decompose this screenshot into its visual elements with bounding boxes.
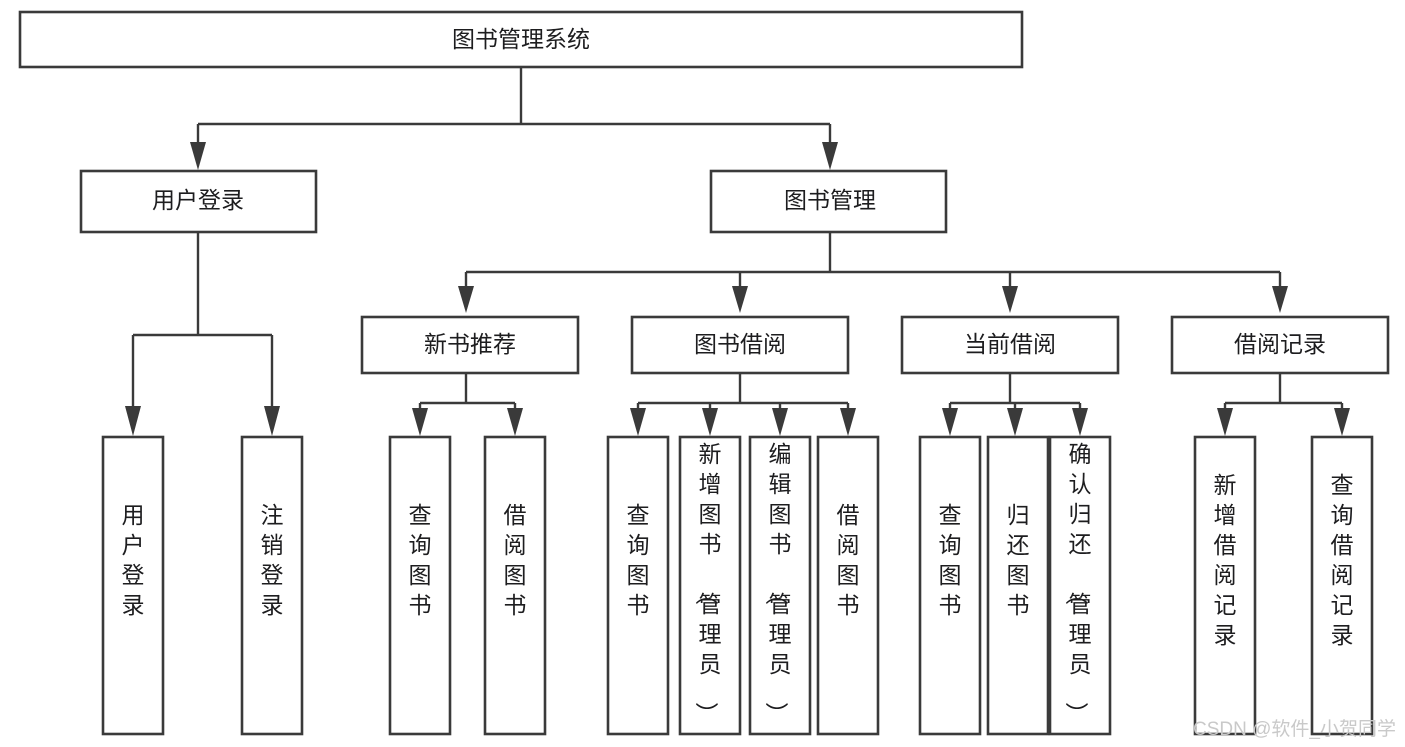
arrow-head-leaf-edit-book (772, 408, 788, 436)
node-leaf-query-book-2-box[interactable] (606, 435, 670, 736)
arrow-head-leaf-query-book-2 (630, 408, 646, 436)
node-leaf-confirm-return-label: 确认归还（管理员） (1064, 441, 1092, 725)
node-leaf-query-record-box[interactable] (1310, 435, 1374, 736)
node-current-borrow-label: 当前借阅 (964, 331, 1056, 357)
node-leaf-query-record[interactable]: 查询借阅记录 (1310, 435, 1374, 736)
node-new-book-recommend-label: 新书推荐 (424, 331, 516, 357)
node-leaf-return-book-label: 归还图书 (1007, 502, 1030, 618)
arrow-head-leaf-return-book (1007, 408, 1023, 436)
arrow-head-user-login (190, 142, 206, 170)
node-leaf-borrow-book-1-box[interactable] (483, 435, 547, 736)
csdn-watermark: CSDN @软件_小贺同学 (1193, 718, 1396, 740)
node-leaf-borrow-book-1-label: 借阅图书 (504, 502, 527, 618)
node-leaf-query-book-1[interactable]: 查询图书 (388, 435, 452, 736)
arrow-head-current-borrow (1002, 286, 1018, 313)
node-book-borrow-label: 图书借阅 (694, 331, 786, 357)
node-leaf-borrow-book-2-label: 借阅图书 (837, 502, 860, 618)
connector-group-borrow-record (1217, 373, 1350, 436)
node-book-borrow[interactable]: 图书借阅 (630, 315, 850, 375)
arrow-head-leaf-confirm-return (1072, 408, 1088, 436)
connector-group-new-book-recommend (412, 373, 523, 436)
node-borrow-record-box[interactable] (1170, 315, 1390, 375)
node-leaf-edit-book-label: 编辑图书（管理员） (764, 441, 792, 725)
node-current-borrow-box[interactable] (900, 315, 1120, 375)
node-leaf-add-record-box[interactable] (1193, 435, 1257, 736)
node-leaf-query-record-label: 查询借阅记录 (1331, 472, 1354, 648)
connector-group-current-borrow (942, 373, 1088, 436)
node-leaf-borrow-book-2-box[interactable] (816, 435, 880, 736)
node-leaf-return-book-box[interactable] (986, 435, 1050, 736)
node-book-borrow-box[interactable] (630, 315, 850, 375)
node-new-book-recommend-box[interactable] (360, 315, 580, 375)
node-leaf-add-record[interactable]: 新增借阅记录 (1193, 435, 1257, 736)
connector-group-root (190, 67, 838, 170)
node-leaf-borrow-book-2[interactable]: 借阅图书 (816, 435, 880, 736)
connector-group-book-manage (458, 232, 1288, 313)
node-leaf-query-book-1-box[interactable] (388, 435, 452, 736)
arrow-head-borrow-record (1272, 286, 1288, 313)
node-leaf-add-book[interactable]: 新增图书（管理员） (678, 435, 742, 736)
node-leaf-add-record-label: 新增借阅记录 (1214, 472, 1237, 648)
node-user-login[interactable]: 用户登录 (79, 169, 318, 234)
node-leaf-add-book-box[interactable] (678, 435, 742, 736)
arrow-head-leaf-logout-login (264, 406, 280, 436)
node-leaf-user-login-box[interactable] (101, 435, 165, 736)
arrow-head-leaf-query-record (1334, 408, 1350, 436)
node-leaf-edit-book[interactable]: 编辑图书（管理员） (748, 435, 812, 736)
node-user-login-label: 用户登录 (152, 187, 244, 213)
connector-group-book-borrow (630, 373, 856, 436)
node-leaf-query-book-3-label: 查询图书 (939, 502, 962, 618)
node-leaf-query-book-3[interactable]: 查询图书 (918, 435, 982, 736)
arrow-head-leaf-add-book (702, 408, 718, 436)
node-leaf-return-book[interactable]: 归还图书 (986, 435, 1050, 736)
arrow-head-new-book-recommend (458, 286, 474, 313)
node-current-borrow[interactable]: 当前借阅 (900, 315, 1120, 375)
arrow-head-book-borrow (732, 286, 748, 313)
node-root[interactable]: 图书管理系统 (18, 10, 1024, 69)
node-leaf-query-book-2-label: 查询图书 (627, 502, 650, 618)
node-root-box[interactable] (18, 10, 1024, 69)
arrow-head-leaf-user-login (125, 406, 141, 436)
node-leaf-query-book-1-label: 查询图书 (409, 502, 432, 618)
node-user-login-box[interactable] (79, 169, 318, 234)
node-leaf-logout-login-box[interactable] (240, 435, 304, 736)
arrow-head-leaf-add-record (1217, 408, 1233, 436)
node-leaf-logout-login[interactable]: 注销登录 (240, 435, 304, 736)
node-root-label: 图书管理系统 (452, 26, 590, 52)
arrow-head-leaf-borrow-book-2 (840, 408, 856, 436)
node-leaf-query-book-2[interactable]: 查询图书 (606, 435, 670, 736)
node-borrow-record[interactable]: 借阅记录 (1170, 315, 1390, 375)
node-book-manage-box[interactable] (709, 169, 948, 234)
node-leaf-borrow-book-1[interactable]: 借阅图书 (483, 435, 547, 736)
node-leaf-user-login-label: 用户登录 (122, 502, 145, 618)
arrow-head-leaf-borrow-book-1 (507, 408, 523, 436)
node-leaf-query-book-3-box[interactable] (918, 435, 982, 736)
node-leaf-add-book-label: 新增图书（管理员） (694, 441, 722, 725)
node-leaf-logout-login-label: 注销登录 (261, 502, 284, 618)
node-book-manage[interactable]: 图书管理 (709, 169, 948, 234)
arrow-head-leaf-query-book-1 (412, 408, 428, 436)
node-new-book-recommend[interactable]: 新书推荐 (360, 315, 580, 375)
node-leaf-user-login[interactable]: 用户登录 (101, 435, 165, 736)
arrow-head-leaf-query-book-3 (942, 408, 958, 436)
node-leaf-confirm-return-box[interactable] (1048, 435, 1112, 736)
arrow-head-book-manage (822, 142, 838, 170)
node-book-manage-label: 图书管理 (784, 187, 876, 213)
connector-group-user-login (125, 232, 280, 436)
node-leaf-edit-book-box[interactable] (748, 435, 812, 736)
node-leaf-confirm-return[interactable]: 确认归还（管理员） (1048, 435, 1112, 736)
node-borrow-record-label: 借阅记录 (1234, 331, 1326, 357)
